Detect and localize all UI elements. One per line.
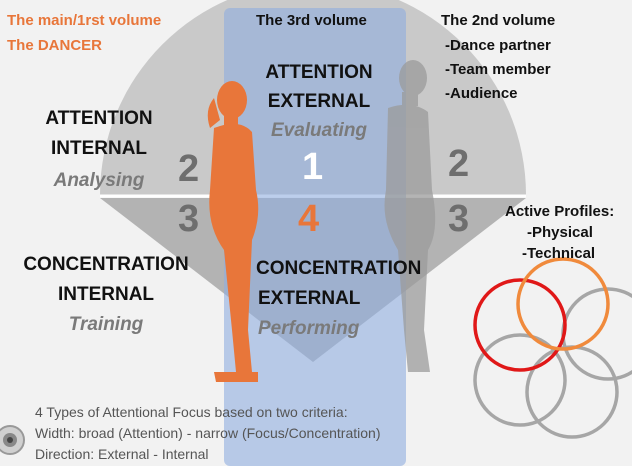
number-left-bottom: 3	[178, 198, 200, 240]
ring-bottom-left	[473, 333, 567, 427]
attention-internal-line1: ATTENTION	[45, 108, 153, 129]
footer-line-2: Width: broad (Attention) - narrow (Focus…	[35, 425, 381, 441]
second-volume-item: -Audience	[445, 85, 518, 102]
first-volume-subtitle: The DANCER	[7, 37, 103, 54]
concentration-internal-sub: Training	[68, 314, 144, 335]
second-volume-item: -Team member	[445, 61, 551, 78]
concentration-external-sub: Performing	[258, 318, 360, 339]
profile-rings	[473, 257, 632, 439]
profiles-item: -Technical	[522, 245, 596, 262]
third-volume-title: The 3rd volume	[256, 12, 367, 29]
concentration-external-line2: EXTERNAL	[258, 288, 361, 309]
number-center-top: 1	[302, 146, 324, 188]
footer-line-3: Direction: External - Internal	[35, 446, 209, 462]
number-right-bottom: 3	[448, 198, 470, 240]
attention-external-line2: EXTERNAL	[267, 91, 371, 112]
camera-icon	[0, 425, 25, 455]
attention-internal-line2: INTERNAL	[50, 138, 148, 159]
profiles-item: -Physical	[527, 224, 593, 241]
attention-internal-sub: Analysing	[53, 170, 145, 191]
second-volume-title: The 2nd volume	[441, 12, 556, 29]
number-center-bottom: 4	[298, 198, 320, 240]
concentration-external-line1: CONCENTRATION	[256, 258, 422, 279]
third-volume-panel	[224, 8, 406, 466]
concentration-internal-line1: CONCENTRATION	[23, 254, 189, 275]
partner-silhouette	[384, 60, 436, 373]
attention-external-line1: ATTENTION	[265, 62, 373, 83]
ring-orange	[516, 257, 610, 351]
concentration-internal-line2: INTERNAL	[57, 284, 155, 305]
profiles-title: Active Profiles:	[505, 203, 615, 220]
first-volume-title: The main/1rst volume	[7, 12, 162, 29]
attention-external-sub: Evaluating	[270, 120, 368, 141]
number-left-top: 2	[178, 148, 200, 190]
dancer-silhouette	[207, 81, 259, 382]
ring-red	[473, 278, 567, 372]
second-volume-item: -Dance partner	[445, 37, 551, 54]
footer-line-1: 4 Types of Attentional Focus based on tw…	[35, 404, 348, 420]
number-right-top: 2	[448, 143, 470, 185]
